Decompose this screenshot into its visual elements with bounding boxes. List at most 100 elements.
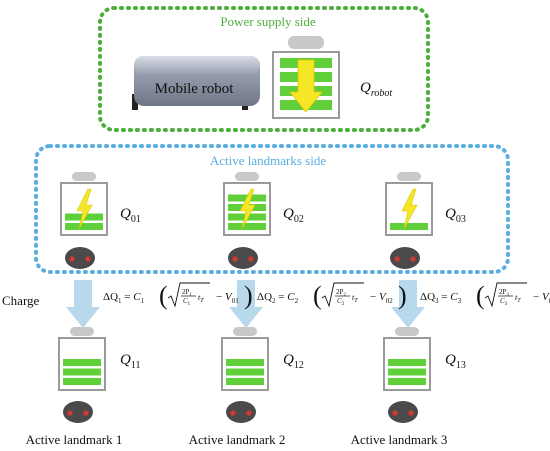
bottom-landmark-2-led (230, 410, 236, 416)
bottom-landmark-1-body (63, 401, 93, 423)
top-battery-2 (223, 172, 271, 236)
bottom-battery-q-label: Q12 (283, 352, 304, 371)
landmarks-group-border (34, 144, 510, 274)
top-landmark-3-led (394, 256, 400, 262)
formula-numerator: 2P3 (499, 288, 509, 298)
formula-time: tT (198, 293, 204, 304)
bottom-battery-3-level-bar (388, 368, 426, 376)
top-landmark-2-body (228, 247, 258, 269)
formula-sqrt (167, 282, 210, 308)
top-landmark-3 (390, 247, 420, 269)
bottom-landmark-1-led (67, 410, 73, 416)
active-landmark-name: Active landmark 1 (26, 432, 123, 447)
top-battery-2-level-bar (228, 223, 266, 230)
bottom-landmark-3-led (408, 410, 414, 416)
formula-voltage: − V03 (533, 291, 550, 305)
bottom-battery-1 (58, 327, 106, 391)
bottom-landmark-2-body (226, 401, 256, 423)
formula-denominator: C3 (500, 297, 508, 307)
active-landmark-name: Active landmark 2 (189, 432, 286, 447)
top-battery-q-label: Q03 (445, 206, 466, 225)
formula-paren-close: ) (244, 281, 253, 310)
bottom-battery-2-level-bar (226, 378, 264, 385)
formula-time: tT (515, 293, 521, 304)
bottom-landmark-3 (388, 401, 418, 423)
top-battery-1 (60, 172, 108, 236)
top-battery-q-label: Q02 (283, 206, 304, 225)
charge-arrow (391, 280, 425, 328)
formula-numerator: 2P2 (336, 288, 346, 298)
bottom-battery-q-label: Q11 (120, 352, 140, 371)
bottom-battery-1-cap (70, 327, 94, 336)
bottom-battery-2 (221, 327, 269, 391)
bottom-battery-2-level-bar (226, 359, 264, 366)
bottom-battery-1-level-bar (63, 368, 101, 376)
bottom-landmark-1-led (83, 410, 89, 416)
formula-time: tT (352, 293, 358, 304)
formula-voltage: − V01 (216, 291, 239, 305)
bottom-landmark-3-led (392, 410, 398, 416)
formula-paren-close: ) (398, 281, 407, 310)
top-battery-3-cap (397, 172, 421, 181)
charge-arrow (229, 280, 263, 328)
formula-denominator: C2 (337, 297, 345, 307)
top-battery-2-cap (235, 172, 259, 181)
formula-left: ΔQ2 = C2 (257, 291, 299, 305)
top-battery-1-cap (72, 172, 96, 181)
bottom-landmark-2-led (246, 410, 252, 416)
charge-arrow (66, 280, 100, 328)
bottom-landmark-1 (63, 401, 93, 423)
formula-sqrt (321, 282, 364, 308)
mobile-robot-label: Mobile robot (155, 81, 235, 97)
top-battery-1-bolt-icon (76, 188, 93, 230)
bottom-landmark-2 (226, 401, 256, 423)
top-battery-1-level-bar (65, 223, 103, 230)
top-battery-layer: Q01 Q02 Q03 (60, 172, 466, 269)
formula-voltage: − V02 (370, 291, 393, 305)
bottom-battery-1-level-bar (63, 378, 101, 385)
top-landmark-3-led (410, 256, 416, 262)
formula-left: ΔQ1 = C1 (103, 291, 145, 305)
bottom-battery-3-cap (395, 327, 419, 336)
landmarks-side-title: Active landmarks side (210, 153, 326, 168)
top-landmark-1-led (69, 256, 75, 262)
top-landmark-3-body (390, 247, 420, 269)
robot-battery-down-arrow (289, 59, 323, 113)
formula-left: ΔQ3 = C3 (420, 291, 462, 305)
active-landmark-name: Active landmark 3 (351, 432, 448, 447)
top-battery-3-level-bar (390, 223, 428, 230)
formula-denominator: C1 (183, 297, 191, 307)
robot-battery (272, 36, 340, 119)
bottom-battery-3-level-bar (388, 378, 426, 385)
formula-sqrt (484, 282, 527, 308)
top-landmark-1 (65, 247, 95, 269)
formula-numerator: 2P1 (182, 288, 192, 298)
formula-paren-open: ( (476, 281, 485, 310)
bottom-battery-2-cap (233, 327, 257, 336)
bottom-landmark-3-body (388, 401, 418, 423)
top-landmark-2 (228, 247, 258, 269)
top-battery-q-label: Q01 (120, 206, 141, 225)
top-battery-3-bolt-icon (401, 188, 418, 230)
formula-paren-open: ( (313, 281, 322, 310)
top-landmark-1-led (85, 256, 91, 262)
q-robot-label: Qrobot (360, 80, 392, 99)
bottom-battery-2-level-bar (226, 368, 264, 376)
top-landmark-2-led (248, 256, 254, 262)
charge-label: Charge (2, 293, 40, 308)
power-supply-title: Power supply side (220, 14, 316, 29)
top-landmark-1-body (65, 247, 95, 269)
bottom-battery-3 (383, 327, 431, 391)
mobile-robot: Mobile robot (132, 56, 260, 110)
charge-arrow-layer (66, 280, 425, 328)
top-battery-3 (385, 172, 433, 236)
bottom-battery-1-level-bar (63, 359, 101, 366)
bottom-battery-q-label: Q13 (445, 352, 466, 371)
